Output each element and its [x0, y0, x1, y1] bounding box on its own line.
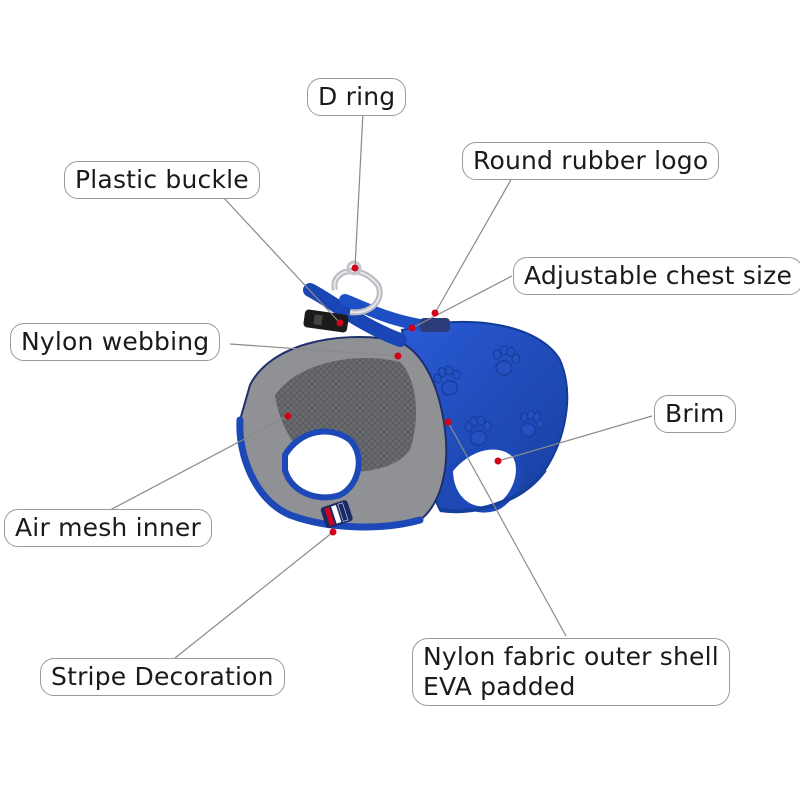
marker-dot	[394, 352, 402, 360]
leader-line-nylon-webbing	[229, 343, 401, 357]
label-air-mesh-inner: Air mesh inner	[4, 509, 212, 547]
leader-lines	[109, 111, 653, 659]
d-ring-icon	[331, 260, 383, 316]
front-binding	[236, 416, 424, 531]
label-line-eva-padded: EVA padded	[423, 672, 576, 701]
label-brim: Brim	[654, 395, 736, 433]
label-round-rubber-logo: Round rubber logo	[462, 142, 720, 180]
leader-line-brim	[497, 415, 653, 462]
label-plastic-buckle: Plastic buckle	[64, 161, 260, 199]
label-nylon-webbing: Nylon webbing	[10, 323, 221, 361]
nylon-webbing-strap	[339, 294, 426, 331]
stripe-decoration	[320, 500, 353, 529]
leader-line-stripe-decoration	[174, 531, 334, 659]
leader-line-air-mesh-inner	[109, 415, 289, 511]
marker-dot	[329, 528, 337, 536]
harness-image	[236, 260, 569, 531]
marker-dot	[284, 412, 292, 420]
nylon-webbing-strap	[303, 283, 407, 347]
leader-line-nylon-fabric	[447, 421, 567, 637]
marker-dot	[351, 264, 359, 272]
label-stripe-decoration: Stripe Decoration	[40, 658, 285, 696]
buckle-icon	[303, 309, 349, 333]
label-nylon-fabric-outer-shell: Nylon fabric outer shell EVA padded	[412, 638, 730, 706]
leader-line-d-ring	[354, 111, 364, 269]
leg-hole-rear	[446, 443, 522, 513]
marker-dots	[284, 264, 502, 536]
leader-line-round-rubber-logo	[434, 177, 513, 314]
leader-line-plastic-buckle	[222, 196, 341, 324]
rubber-logo	[420, 318, 450, 332]
leg-hole-front	[282, 428, 362, 501]
marker-dot	[431, 309, 439, 317]
label-line-outer-shell: Nylon fabric outer shell	[423, 642, 719, 671]
label-d-ring: D ring	[307, 78, 407, 116]
marker-dot	[408, 324, 416, 332]
marker-dot	[336, 319, 344, 327]
marker-dot	[444, 418, 452, 426]
label-adjustable-chest-size: Adjustable chest size	[513, 257, 800, 295]
marker-dot	[494, 457, 502, 465]
leader-line-adjustable-chest-size	[411, 275, 513, 329]
